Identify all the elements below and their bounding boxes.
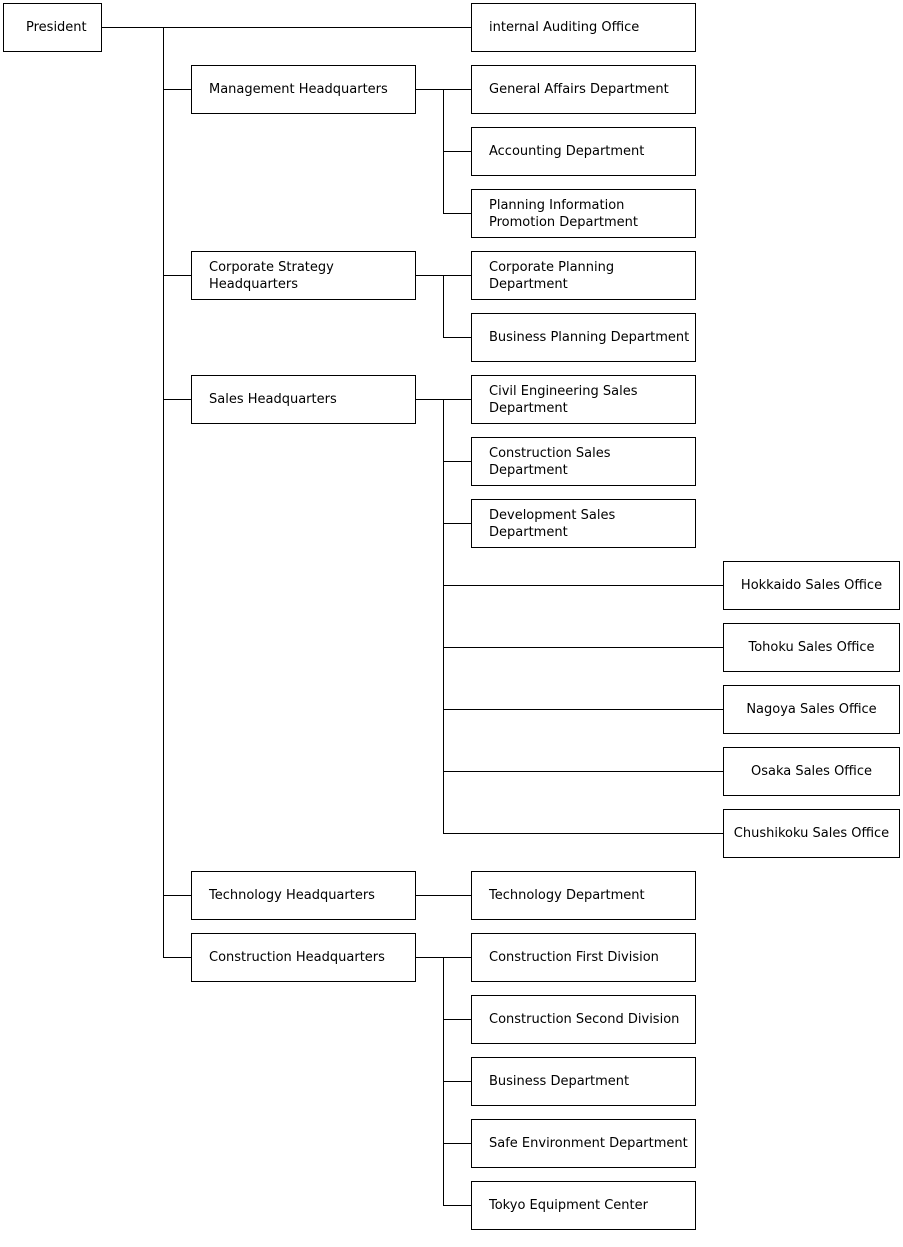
hq-technology-box: Technology Headquarters	[191, 871, 416, 920]
auditing-office-box: internal Auditing Office	[471, 3, 696, 52]
dept-label: General Affairs Department	[489, 82, 669, 97]
connector-line	[163, 89, 192, 90]
dept-label: Technology Department	[489, 888, 645, 903]
dept-general-affairs-box: General Affairs Department	[471, 65, 696, 114]
dept-tokyo-equipment-box: Tokyo Equipment Center	[471, 1181, 696, 1230]
dept-technology-box: Technology Department	[471, 871, 696, 920]
president-label: President	[26, 20, 87, 35]
office-label: Nagoya Sales Office	[746, 702, 877, 717]
office-label: Hokkaido Sales Office	[740, 578, 883, 593]
dept-label: Accounting Department	[489, 144, 645, 159]
dept-label: Business Department	[489, 1074, 630, 1089]
connector-line	[415, 895, 472, 896]
connector-line	[443, 709, 724, 710]
connector-line	[443, 1081, 472, 1082]
dept-label: Business Planning Department	[489, 330, 690, 345]
connector-line	[163, 275, 192, 276]
connector-line	[443, 1019, 472, 1020]
office-chushikoku-box: Chushikoku Sales Office	[723, 809, 900, 858]
connector-line	[443, 523, 472, 524]
connector-line	[443, 1205, 472, 1206]
hq-label: Technology Headquarters	[209, 888, 375, 903]
auditing-office-label: internal Auditing Office	[489, 20, 640, 35]
connector-line	[443, 399, 444, 834]
hq-label: Construction Headquarters	[209, 950, 385, 965]
connector-line	[163, 895, 192, 896]
hq-corporate-strategy-box: Corporate Strategy Headquarters	[191, 251, 416, 300]
hq-management-box: Management Headquarters	[191, 65, 416, 114]
connector-line	[163, 399, 192, 400]
dept-business-planning-box: Business Planning Department	[471, 313, 696, 362]
office-label: Osaka Sales Office	[750, 764, 873, 779]
dept-construction-first-box: Construction First Division	[471, 933, 696, 982]
connector-line	[443, 275, 444, 338]
connector-line	[443, 337, 472, 338]
connector-line	[443, 213, 472, 214]
hq-label: Sales Headquarters	[209, 392, 337, 407]
dept-civil-engineering-sales-box: Civil Engineering Sales Department	[471, 375, 696, 424]
connector-line	[443, 461, 472, 462]
office-label: Tohoku Sales Office	[748, 640, 875, 655]
connector-line	[443, 771, 724, 772]
dept-construction-sales-box: Construction Sales Department	[471, 437, 696, 486]
office-label: Chushikoku Sales Office	[733, 826, 890, 841]
connector-line	[443, 833, 724, 834]
dept-label: Civil Engineering Sales Department	[489, 383, 638, 416]
connector-line	[443, 647, 724, 648]
office-tohoku-box: Tohoku Sales Office	[723, 623, 900, 672]
office-osaka-box: Osaka Sales Office	[723, 747, 900, 796]
dept-accounting-box: Accounting Department	[471, 127, 696, 176]
connector-line	[101, 27, 472, 28]
dept-development-sales-box: Development Sales Department	[471, 499, 696, 548]
connector-line	[163, 27, 164, 958]
dept-label: Construction Second Division	[489, 1012, 680, 1027]
dept-label: Safe Environment Department	[489, 1136, 688, 1151]
dept-label: Construction Sales Department	[489, 445, 611, 478]
dept-label: Tokyo Equipment Center	[489, 1198, 648, 1213]
connector-line	[443, 151, 472, 152]
hq-label: Management Headquarters	[209, 82, 388, 97]
hq-construction-box: Construction Headquarters	[191, 933, 416, 982]
dept-label: Corporate Planning Department	[489, 259, 615, 292]
dept-label: Development Sales Department	[489, 507, 616, 540]
hq-sales-box: Sales Headquarters	[191, 375, 416, 424]
dept-planning-info-box: Planning Information Promotion Departmen…	[471, 189, 696, 238]
connector-line	[163, 957, 192, 958]
dept-safe-environment-box: Safe Environment Department	[471, 1119, 696, 1168]
dept-label: Planning Information Promotion Departmen…	[489, 197, 638, 230]
office-hokkaido-box: Hokkaido Sales Office	[723, 561, 900, 610]
dept-construction-second-box: Construction Second Division	[471, 995, 696, 1044]
dept-corporate-planning-box: Corporate Planning Department	[471, 251, 696, 300]
connector-line	[443, 585, 724, 586]
office-nagoya-box: Nagoya Sales Office	[723, 685, 900, 734]
president-box: President	[3, 3, 102, 52]
dept-label: Construction First Division	[489, 950, 659, 965]
connector-line	[443, 1143, 472, 1144]
hq-label: Corporate Strategy Headquarters	[209, 259, 334, 292]
dept-business-box: Business Department	[471, 1057, 696, 1106]
